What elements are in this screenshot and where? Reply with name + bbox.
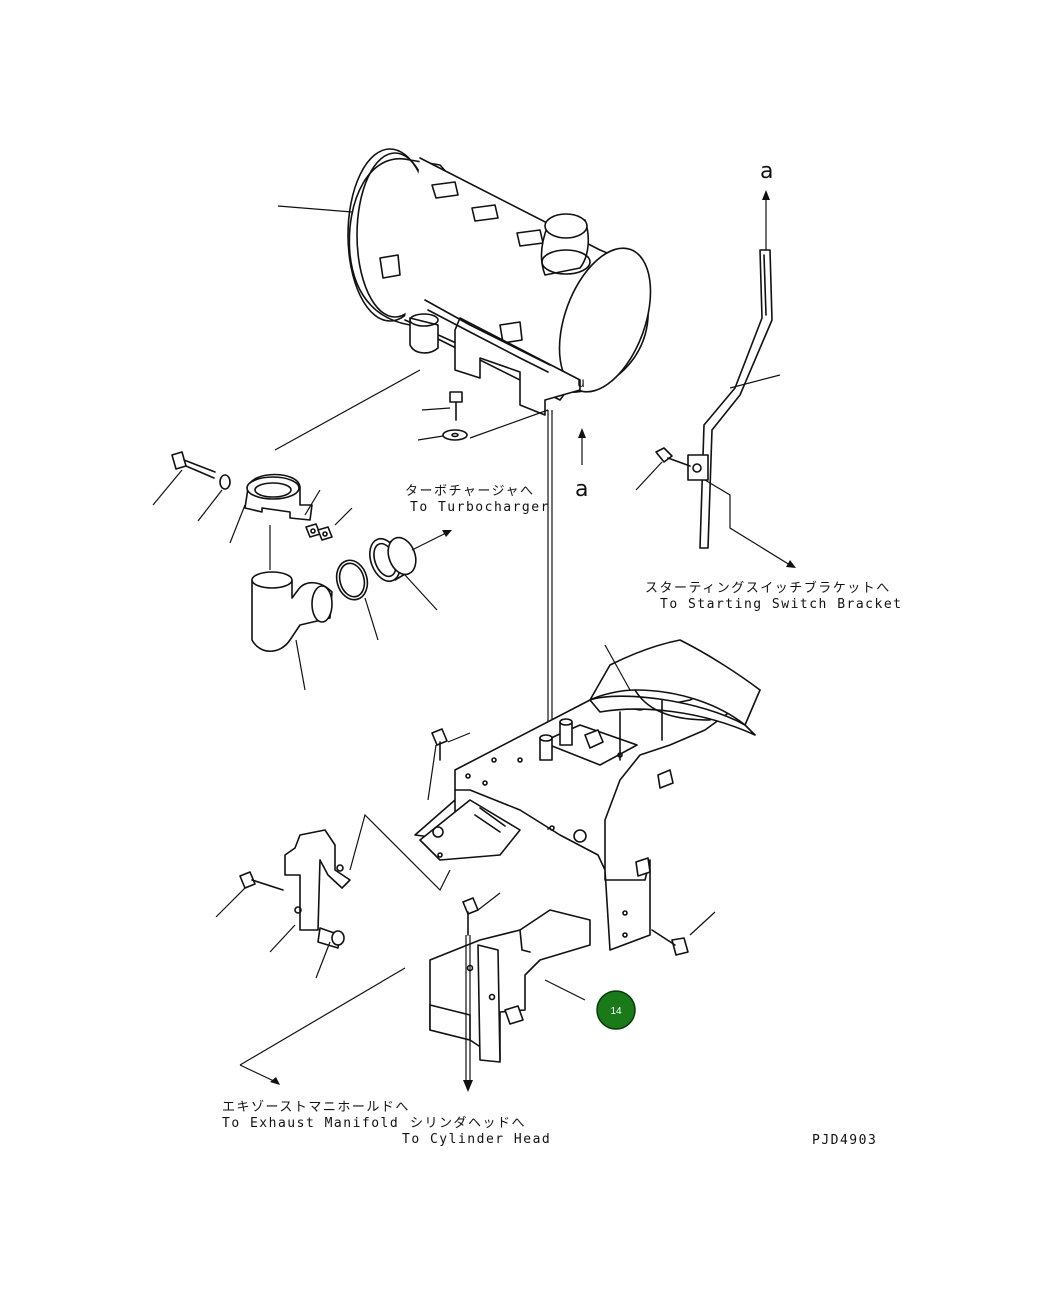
starting-switch-bracket <box>635 249 796 568</box>
drawing-code: PJD4903 <box>812 1133 877 1148</box>
cylinder-head-bracket <box>429 892 716 1092</box>
heat-shield <box>589 639 761 761</box>
ref-a-bottom: a <box>575 477 588 502</box>
label-turbocharger-en: To Turbocharger <box>410 500 550 515</box>
muffler <box>347 148 652 416</box>
ref-a-top: a <box>760 159 773 184</box>
label-exhaust-manifold-en: To Exhaust Manifold <box>222 1116 399 1131</box>
label-starting-switch-jp: スターティングスイッチブラケットへ <box>645 580 891 596</box>
label-exhaust-manifold-jp: エキゾーストマニホールドへ <box>222 1100 410 1115</box>
mounting-bracket-main <box>414 679 761 951</box>
ref-u: u <box>577 376 586 391</box>
leader-line <box>277 205 353 213</box>
callout-number: 14 <box>610 1006 622 1017</box>
label-starting-switch-en: To Starting Switch Bracket <box>660 597 903 612</box>
label-cylinder-head-jp: シリンダヘッドへ <box>410 1116 526 1131</box>
small-bracket-left <box>215 813 451 1085</box>
label-turbocharger-jp: ターボチャージャへ <box>405 484 534 499</box>
label-cylinder-head-en: To Cylinder Head <box>402 1132 551 1147</box>
bolt-washer-muffler <box>417 391 549 441</box>
bolt-upper <box>427 728 471 801</box>
callout-14[interactable]: 14 <box>596 990 636 1030</box>
clamp-assembly <box>152 369 452 691</box>
